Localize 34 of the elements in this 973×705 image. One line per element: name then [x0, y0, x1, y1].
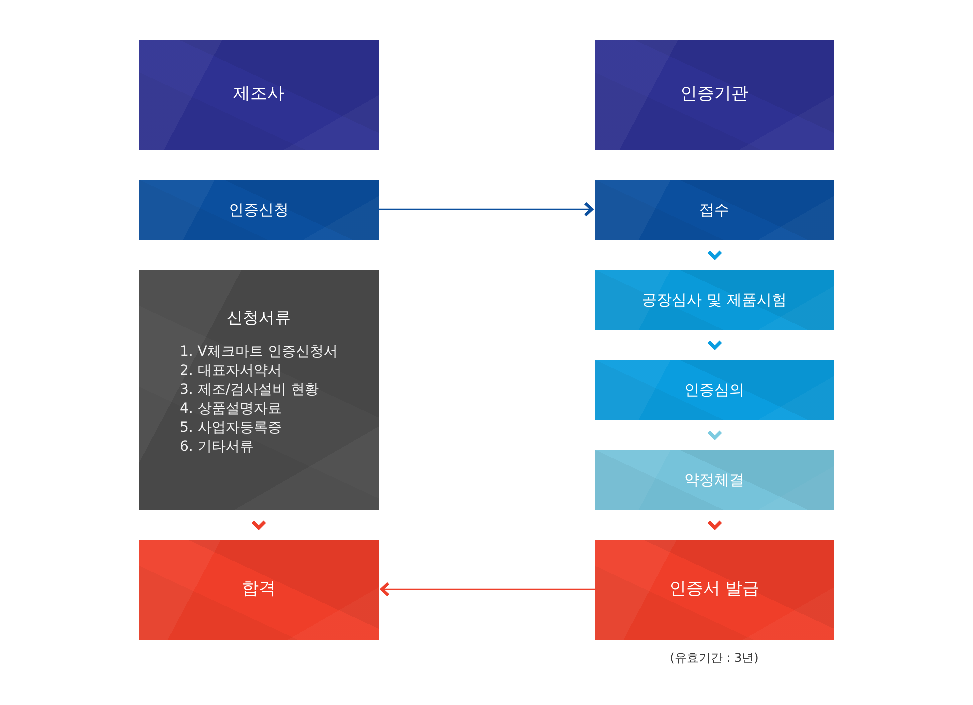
process-box: [595, 270, 834, 330]
header-box: [595, 40, 834, 150]
list-item: 6. 기타서류: [180, 438, 254, 457]
heading: 제조사: [234, 84, 284, 106]
chevron-arrow: [708, 250, 722, 260]
chevron-arrow: [708, 520, 722, 530]
result-box: [139, 540, 379, 640]
header-box: [139, 40, 379, 150]
list-item: 2. 대표자서약서: [180, 362, 282, 381]
process-box: [595, 450, 834, 510]
heading: 신청서류: [227, 308, 291, 328]
chevron-arrow: [708, 430, 722, 440]
list-item: 3. 제조/검사설비 현황: [180, 381, 319, 400]
process-box: [595, 360, 834, 420]
heading: 인증기관: [680, 84, 748, 106]
list-item: 1. V체크마트 인증신청서: [180, 343, 338, 362]
process-box: [139, 180, 379, 240]
step-label: 접수: [700, 200, 730, 220]
process-box: [595, 180, 834, 240]
step-label: 인증신청: [229, 200, 289, 220]
step-label: 인증심의: [684, 380, 744, 400]
step-label: 인증서 발급: [669, 579, 760, 601]
step-label: 합격: [242, 579, 276, 601]
step-label: 공장심사 및 제품시험: [642, 290, 787, 310]
list-item: 5. 사업자등록증: [180, 419, 282, 438]
list-item: 4. 상품설명자료: [180, 400, 282, 419]
chevron-arrow: [708, 340, 722, 350]
arrow: [379, 202, 594, 217]
result-box: [595, 540, 834, 640]
step-label: 약정체결: [684, 470, 744, 490]
document-panel: [139, 270, 379, 510]
arrow: [380, 582, 595, 597]
chevron-arrow: [252, 520, 266, 530]
note-text: (유효기간 : 3년): [669, 650, 760, 666]
